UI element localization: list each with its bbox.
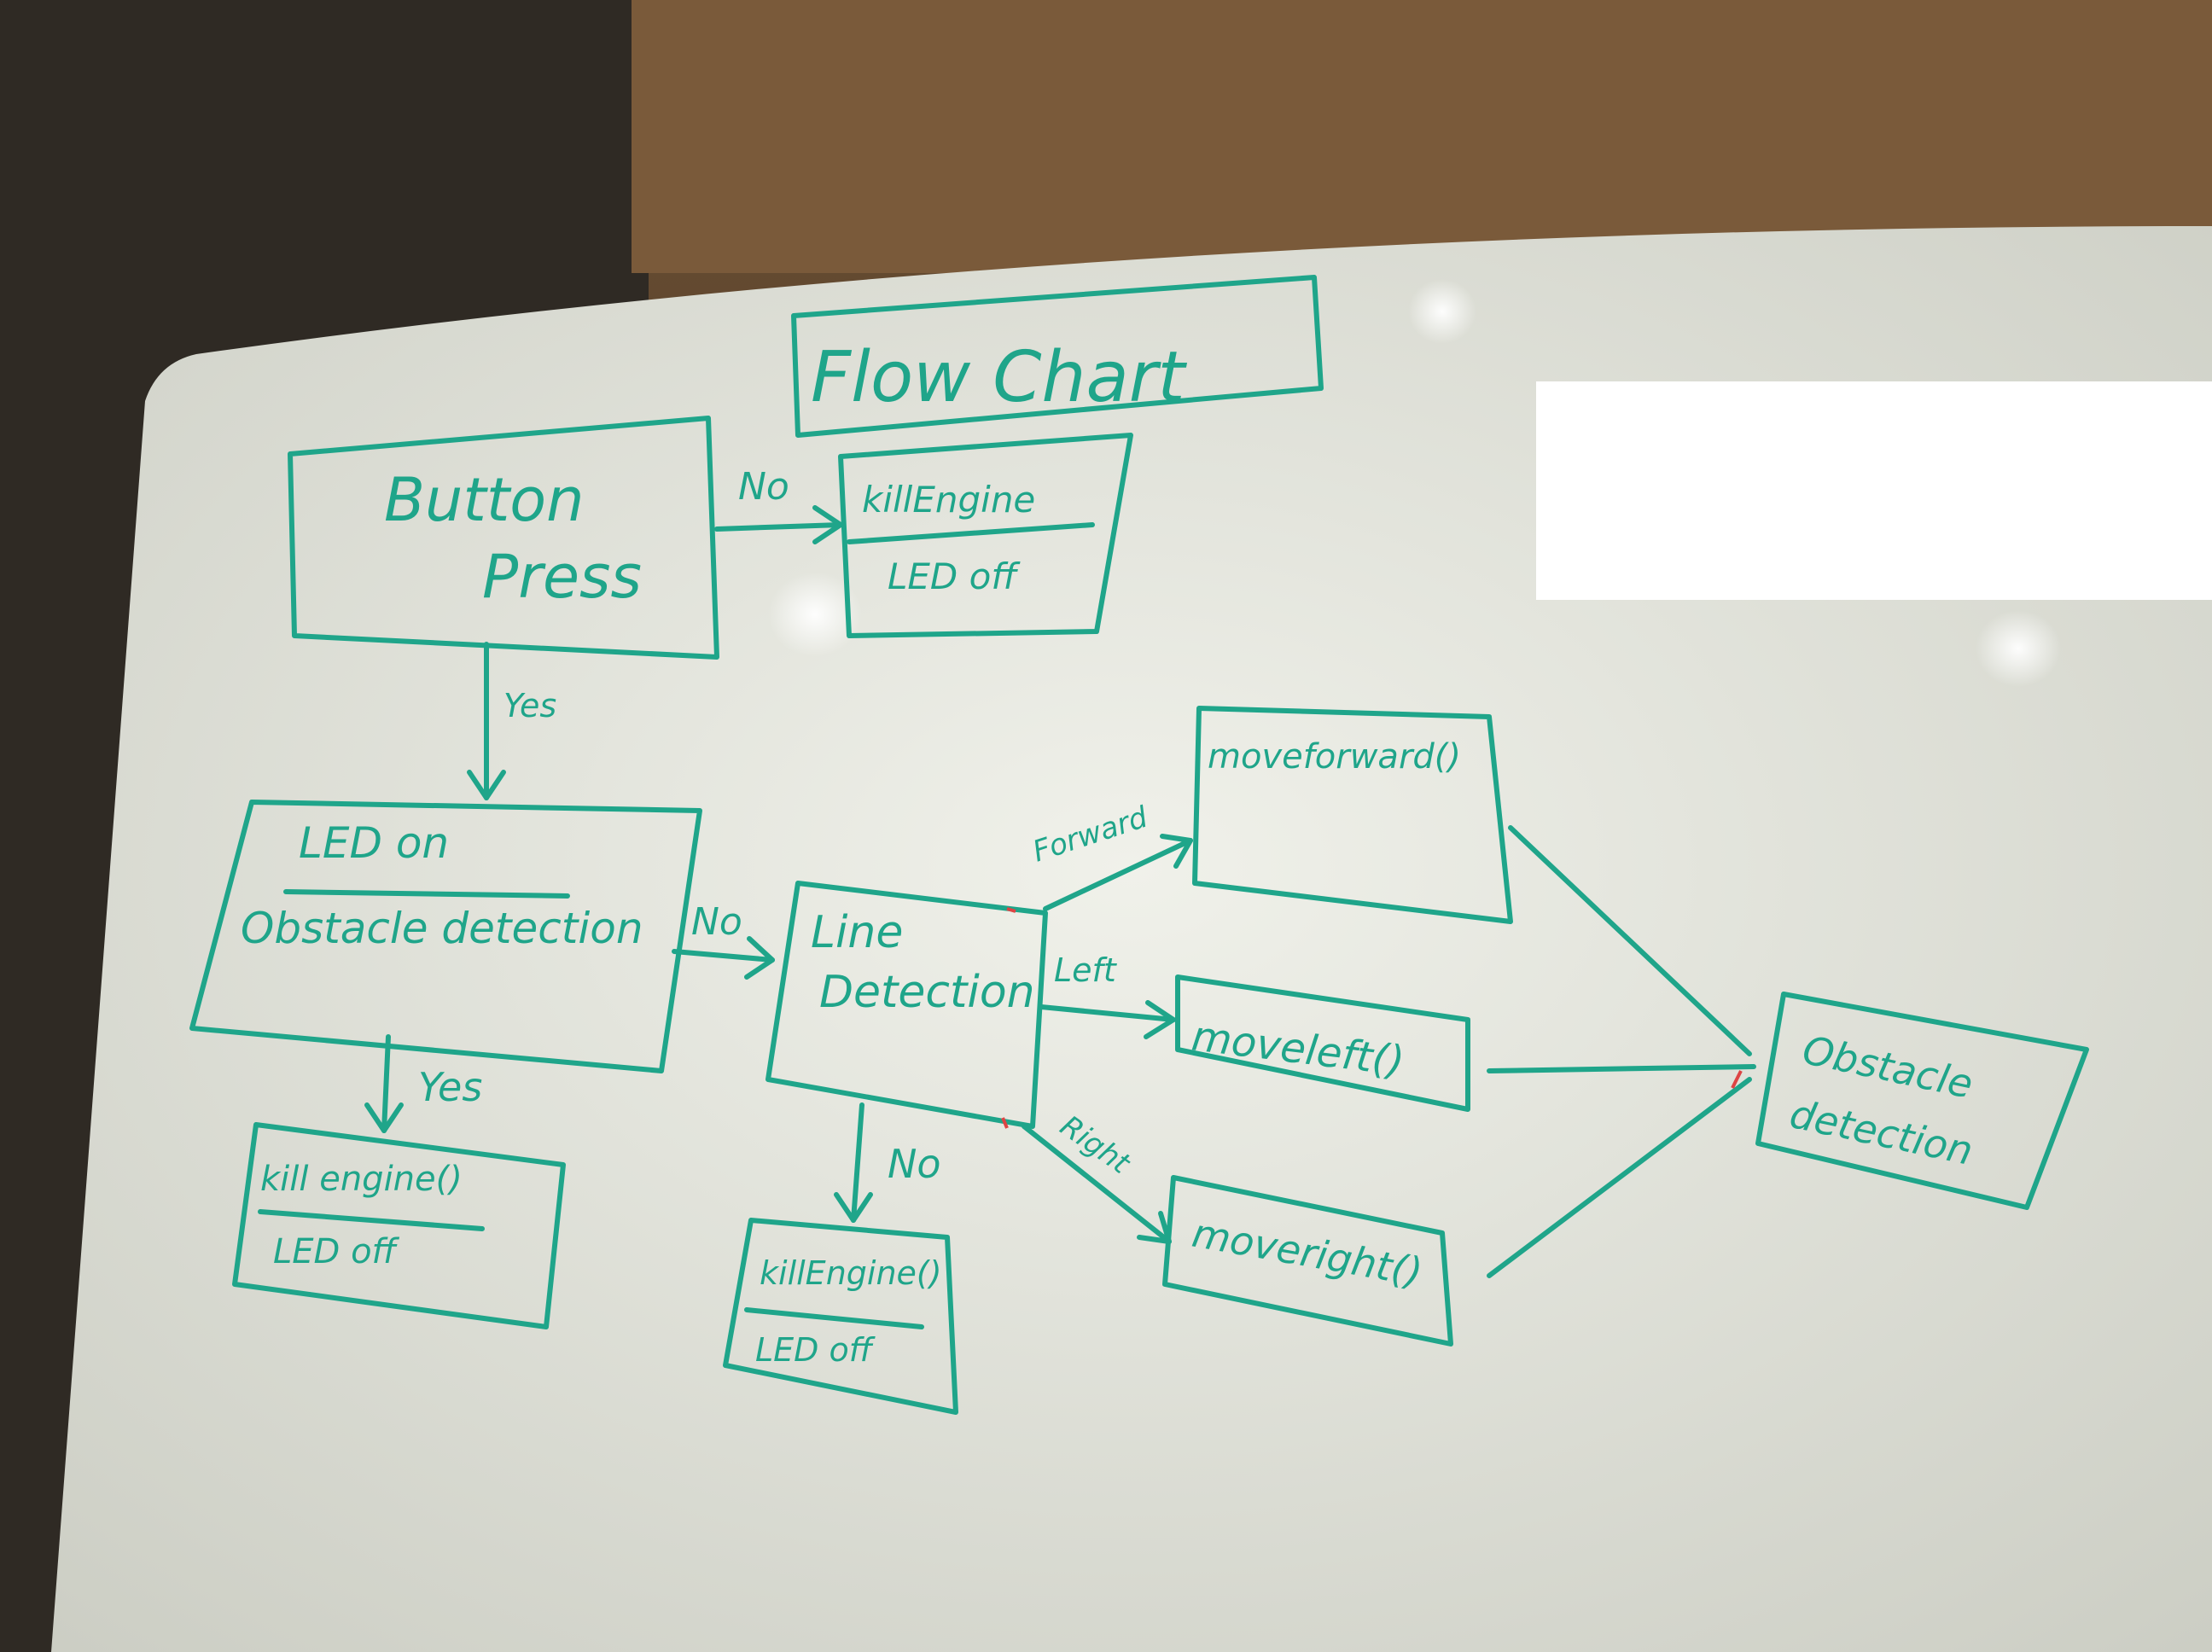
arrowhead — [364, 1102, 404, 1133]
arrowhead — [1137, 1211, 1172, 1244]
divider-line — [847, 522, 1095, 544]
edge-label-button-no: No — [738, 465, 789, 509]
glare-spot — [1408, 279, 1476, 344]
node-obstacle-detection-end — [1755, 992, 2089, 1210]
arrowhead — [1160, 834, 1193, 869]
glare-spot — [768, 572, 862, 657]
edge-right-to-obstacle — [1487, 1077, 1752, 1278]
node-line-detection-line1: Line — [811, 907, 903, 958]
diagram-title: Flow Chart — [811, 337, 1187, 418]
edge-forward-to-obstacle — [1508, 825, 1752, 1056]
edge-label-left: Left — [1054, 951, 1118, 989]
node-kill-engine-top — [838, 433, 1133, 638]
edge-line-to-kill — [851, 1102, 864, 1223]
redaction-box — [1536, 381, 2212, 600]
node-led-on-obstacle — [189, 800, 702, 1073]
node-kill-engine-top-line2: LED off — [888, 556, 1021, 597]
edge-label-line-no: No — [888, 1141, 941, 1187]
node-kill-engine-left-line2: LED off — [273, 1232, 400, 1271]
edge-left-to-obstacle — [1487, 1064, 1756, 1073]
edge-line-to-right — [1022, 1124, 1172, 1244]
node-button-press-line1: Button — [384, 465, 584, 535]
node-kill-engine-left — [232, 1122, 566, 1329]
red-tick — [1001, 1117, 1009, 1129]
arrowhead — [467, 770, 506, 800]
node-move-forward-label: moveforward() — [1208, 737, 1461, 777]
node-led-on-line2: Obstacle detection — [241, 904, 643, 953]
arrowhead — [744, 936, 775, 980]
node-kill-engine-mid-line2: LED off — [755, 1331, 876, 1369]
red-tick — [1006, 907, 1016, 913]
divider-line — [744, 1307, 924, 1329]
node-kill-engine-mid-line1: killEngine() — [760, 1254, 942, 1292]
wood-panel — [632, 0, 2212, 273]
node-kill-engine-top-line1: killEngine — [862, 479, 1035, 521]
edge-obstacle-to-kill — [381, 1034, 391, 1133]
edge-line-to-left — [1039, 1004, 1176, 1022]
divider-line — [258, 1209, 485, 1231]
node-move-right — [1162, 1175, 1453, 1347]
divider-line — [283, 889, 570, 899]
edge-obstacle-to-line — [672, 949, 775, 963]
node-move-left — [1175, 974, 1470, 1112]
edge-button-to-kill — [714, 522, 843, 532]
node-line-detection-line2: Detection — [819, 967, 1035, 1018]
node-led-on-line1: LED on — [299, 818, 449, 868]
node-kill-engine-left-line1: kill engine() — [260, 1160, 463, 1199]
red-tick — [1731, 1070, 1743, 1089]
edge-label-obstacle-no: No — [691, 900, 742, 944]
node-move-forward — [1192, 706, 1513, 924]
arrowhead — [1144, 1000, 1176, 1039]
node-line-detection — [765, 881, 1048, 1129]
node-button-press-line2: Press — [482, 542, 642, 612]
edge-label-obstacle-yes: Yes — [418, 1064, 482, 1110]
arrowhead — [812, 505, 843, 544]
title-box — [791, 275, 1324, 438]
node-kill-engine-mid — [723, 1218, 958, 1415]
arrowhead — [834, 1192, 873, 1223]
edge-line-to-forward — [1043, 838, 1193, 911]
glare-spot — [1976, 610, 2061, 687]
node-button-press — [288, 416, 719, 660]
edge-label-button-yes: Yes — [504, 687, 556, 724]
